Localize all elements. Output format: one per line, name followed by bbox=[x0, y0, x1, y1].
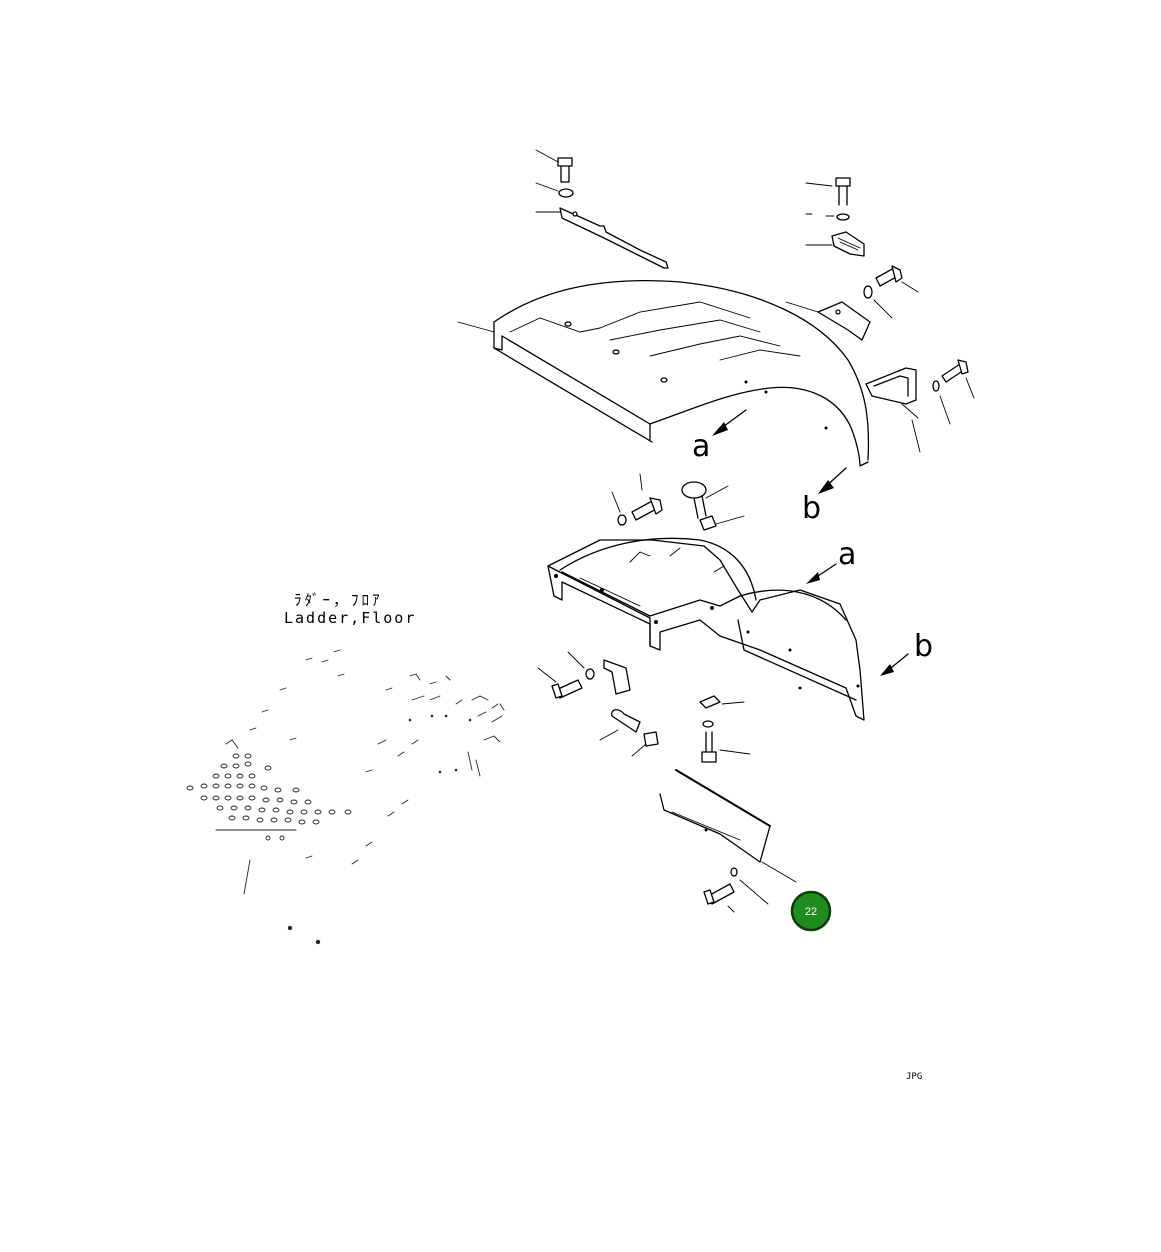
svg-text:b: b bbox=[802, 491, 821, 526]
callout-22-badge[interactable]: 22 bbox=[790, 890, 832, 932]
svg-text:22: 22 bbox=[805, 906, 817, 918]
handle-grip[interactable] bbox=[865, 359, 975, 453]
top-right-bracket-group[interactable] bbox=[805, 177, 865, 257]
svg-text:ﾗﾀﾞｰ，ﾌﾛｱ: ﾗﾀﾞｰ，ﾌﾛｱ bbox=[294, 591, 383, 609]
fender-panel[interactable] bbox=[457, 280, 870, 467]
svg-text:Ladder,Floor: Ladder,Floor bbox=[284, 609, 416, 627]
drawing-code: JPG bbox=[906, 1072, 922, 1082]
view-a-upper: a bbox=[692, 409, 747, 464]
step-frame[interactable] bbox=[547, 537, 865, 721]
lower-left-bolt-group[interactable] bbox=[537, 651, 659, 757]
reference-label: ﾗﾀﾞｰ，ﾌﾛｱ Ladder,Floor bbox=[284, 591, 416, 627]
mid-bolt-cluster[interactable] bbox=[611, 473, 745, 531]
view-b-lower: b bbox=[880, 629, 933, 676]
view-b-upper: b bbox=[802, 467, 847, 526]
lower-right-bolt-group[interactable] bbox=[699, 695, 751, 763]
bottom-bolt-group[interactable] bbox=[703, 867, 769, 913]
svg-text:JPG: JPG bbox=[906, 1072, 922, 1082]
svg-text:b: b bbox=[914, 629, 933, 664]
ladder-floor-reference-view bbox=[186, 649, 505, 945]
cover-plate[interactable] bbox=[659, 769, 797, 883]
side-bolt-group[interactable] bbox=[785, 265, 919, 341]
svg-text:a: a bbox=[838, 537, 856, 572]
top-left-bolt-group[interactable] bbox=[535, 149, 669, 269]
svg-text:a: a bbox=[692, 429, 710, 464]
view-a-lower: a bbox=[806, 537, 856, 584]
